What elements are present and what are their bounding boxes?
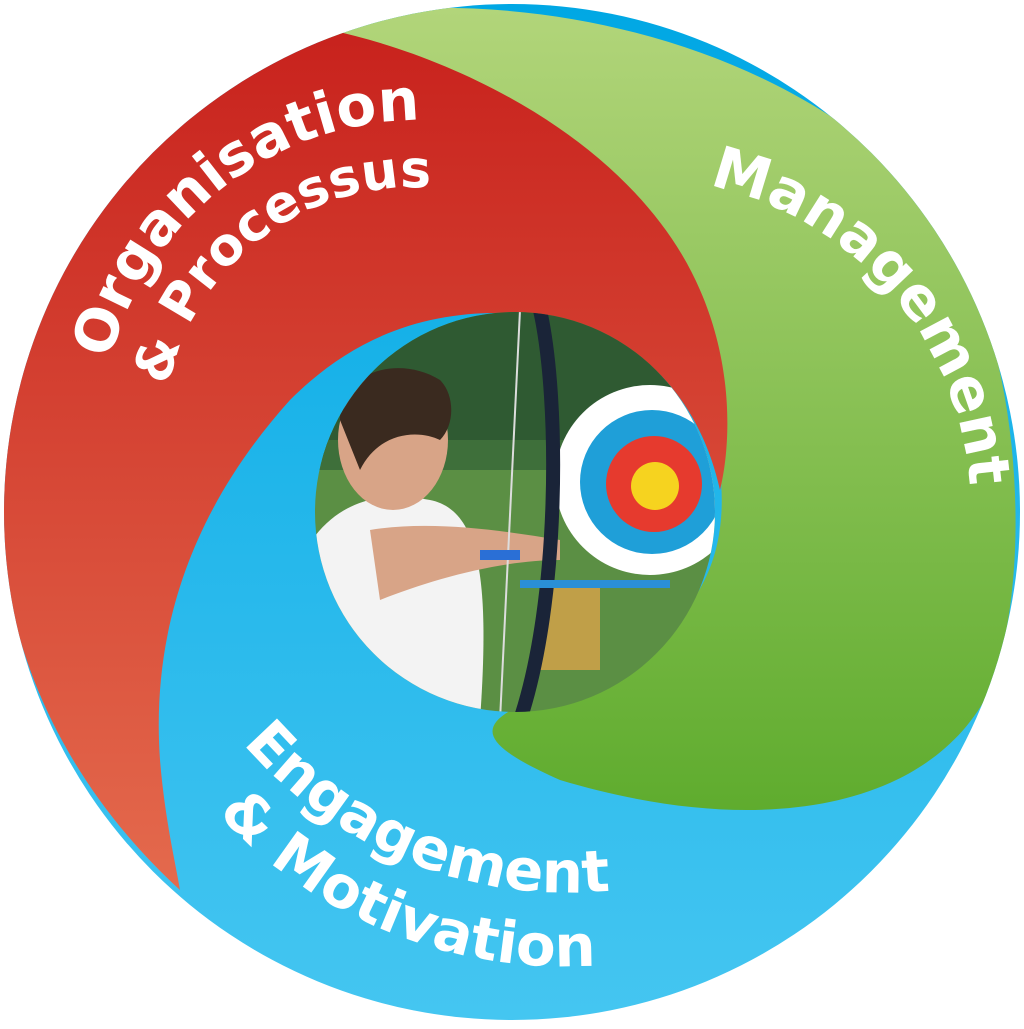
archer-photo: [315, 312, 715, 712]
bow-icon: [480, 312, 670, 712]
target-icon: [555, 385, 715, 575]
segment-management: [300, 7, 1016, 811]
segment-organisation: [4, 30, 728, 890]
